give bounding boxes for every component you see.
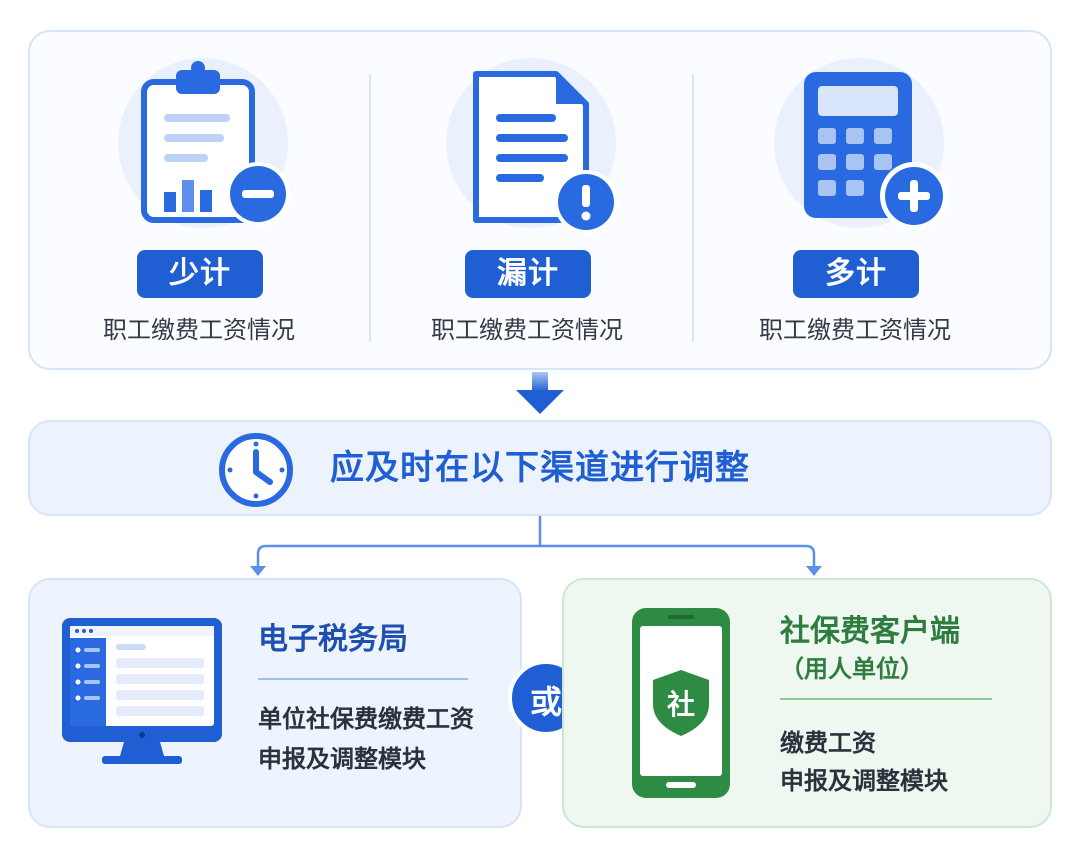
shield-char: 社	[667, 688, 695, 721]
divider	[258, 678, 468, 680]
channel-etax[interactable]: 电子税务局 单位社保费缴费工资 申报及调整模块	[28, 578, 522, 828]
issue-over-reported: 多计 职工缴费工资情况	[690, 32, 1020, 372]
channel-client[interactable]: 社 社保费客户端 （用人单位） 缴费工资 申报及调整模块	[562, 578, 1052, 828]
divider	[369, 74, 371, 342]
issue-missed: 漏计 职工缴费工资情况	[362, 32, 692, 372]
channel-client-desc-line2: 申报及调整模块	[780, 767, 948, 795]
issues-panel: 少计 职工缴费工资情况 漏计 职工缴费工资情况	[28, 30, 1052, 370]
calculator-plus-icon	[766, 52, 956, 242]
issue-subtitle: 职工缴费工资情况	[759, 316, 951, 344]
issue-badge: 少计	[137, 250, 263, 298]
arrow-down-icon	[516, 372, 564, 414]
clipboard-minus-icon	[110, 52, 300, 242]
issue-badge: 多计	[793, 250, 919, 298]
channel-etax-desc-line1: 单位社保费缴费工资	[258, 705, 474, 733]
clock-icon	[219, 433, 293, 507]
divider	[692, 74, 694, 342]
divider	[780, 698, 992, 700]
channel-etax-desc-line2: 申报及调整模块	[258, 745, 426, 773]
adjust-banner: 应及时在以下渠道进行调整	[28, 420, 1052, 516]
phone-shield-icon: 社	[632, 608, 730, 798]
monitor-icon	[62, 618, 222, 764]
branch-connector	[250, 516, 822, 576]
channel-etax-title: 电子税务局	[258, 622, 408, 657]
channel-client-title: 社保费客户端	[780, 614, 960, 649]
issue-subtitle: 职工缴费工资情况	[103, 316, 295, 344]
document-alert-icon	[438, 52, 628, 242]
issue-badge: 漏计	[465, 250, 591, 298]
issue-subtitle: 职工缴费工资情况	[431, 316, 623, 344]
adjust-banner-text: 应及时在以下渠道进行调整	[330, 448, 750, 488]
channel-client-subtitle: （用人单位）	[780, 655, 924, 683]
issue-under-reported: 少计 职工缴费工资情况	[34, 32, 364, 372]
channel-client-desc-line1: 缴费工资	[780, 729, 876, 757]
